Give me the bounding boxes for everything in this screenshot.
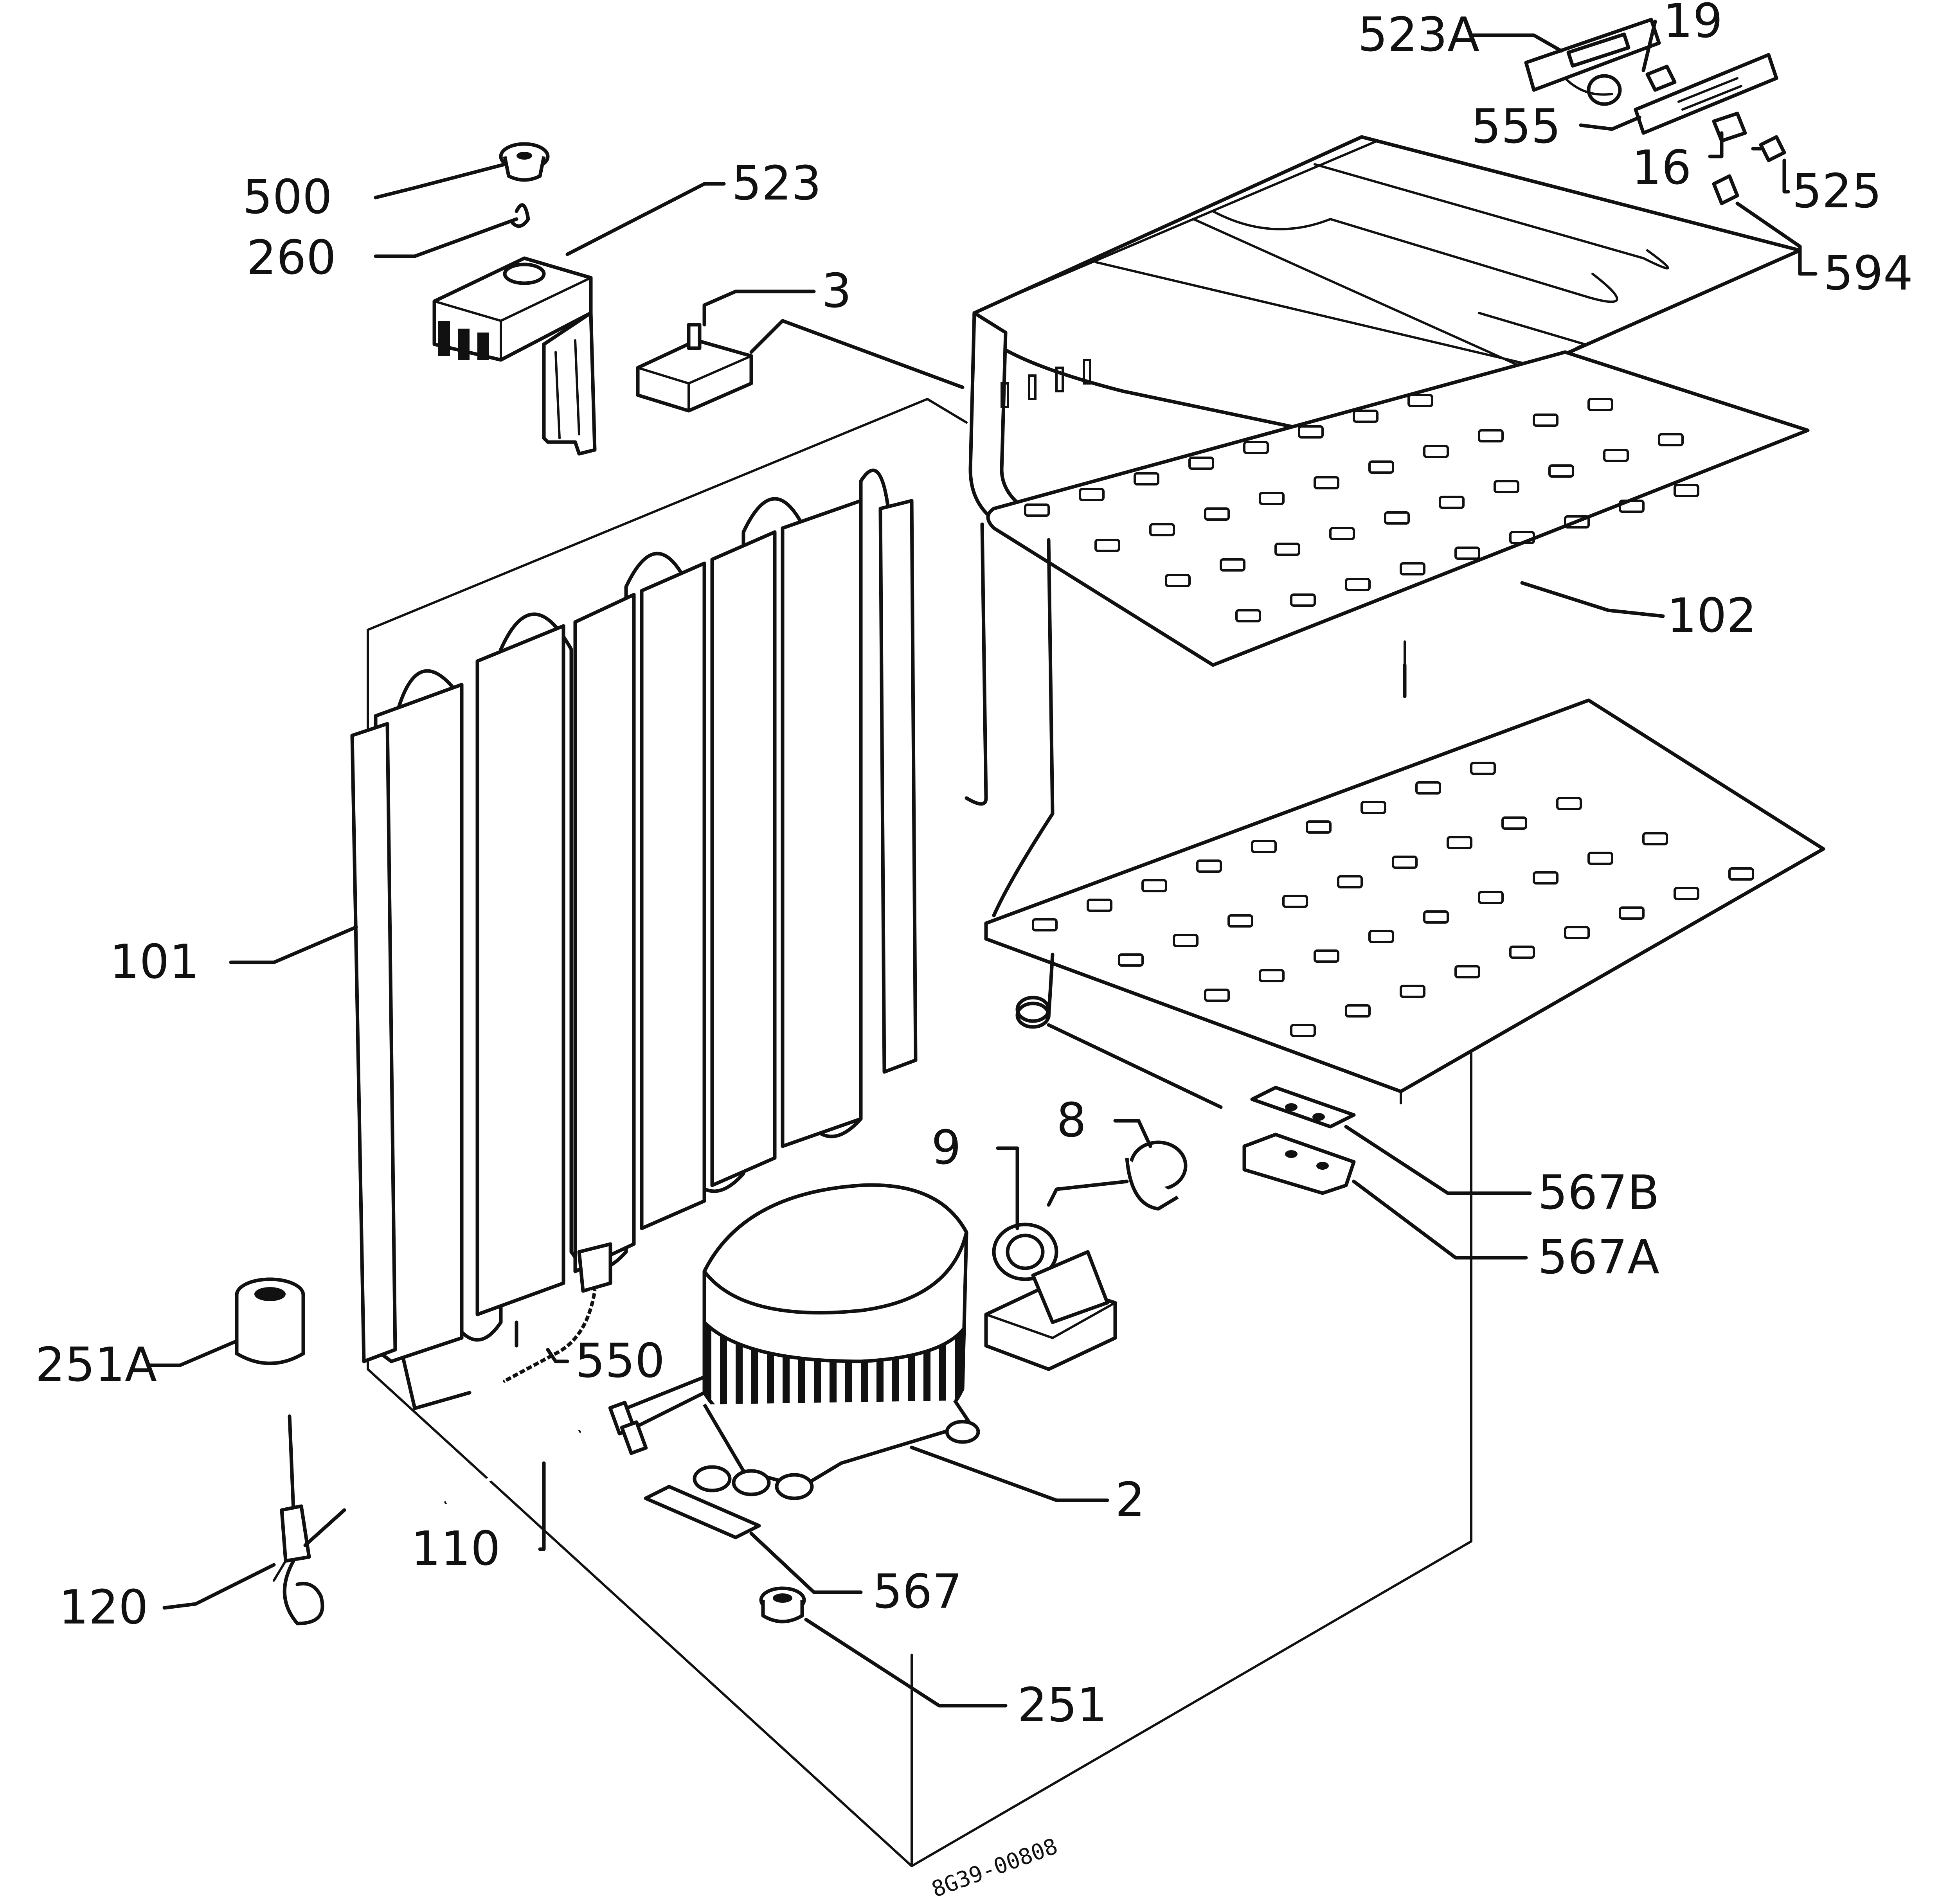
label-555: 555 bbox=[1471, 100, 1561, 154]
label-567B: 567B bbox=[1538, 1166, 1659, 1220]
part-9-relay bbox=[984, 1223, 1117, 1371]
label-19: 19 bbox=[1663, 0, 1723, 49]
label-594: 594 bbox=[1823, 246, 1913, 301]
leader-lines bbox=[147, 20, 1818, 1708]
lower-shelf bbox=[984, 698, 1825, 1109]
label-500: 500 bbox=[243, 170, 332, 225]
label-523A: 523A bbox=[1358, 8, 1479, 62]
part-8-overload bbox=[1047, 1140, 1188, 1211]
label-523: 523 bbox=[732, 156, 821, 211]
part-550-hose bbox=[502, 1242, 612, 1385]
label-567A: 567A bbox=[1538, 1230, 1659, 1285]
part-567B-bracket bbox=[1250, 1086, 1356, 1129]
label-8: 8 bbox=[1056, 1093, 1086, 1148]
part-3-thermostat bbox=[636, 319, 965, 413]
part-labels: 500 260 523 3 523A 19 555 16 525 594 102… bbox=[35, 0, 1913, 1733]
label-2: 2 bbox=[1115, 1473, 1145, 1527]
label-101: 101 bbox=[110, 935, 199, 989]
part-594-button bbox=[1712, 174, 1739, 205]
part-2-compressor bbox=[608, 1183, 980, 1500]
part-120-drier bbox=[273, 1414, 346, 1625]
evaporator-assembly bbox=[965, 135, 1810, 917]
lower-shelf-slots bbox=[1032, 762, 1754, 1037]
upper-shelf-slots bbox=[1024, 394, 1699, 622]
label-16: 16 bbox=[1632, 141, 1692, 195]
label-550: 550 bbox=[575, 1334, 665, 1388]
part-523-thermostat-box bbox=[432, 256, 597, 456]
label-567: 567 bbox=[873, 1565, 962, 1619]
part-251A-filter bbox=[235, 1277, 305, 1365]
label-251A: 251A bbox=[35, 1338, 157, 1392]
label-120: 120 bbox=[59, 1580, 148, 1635]
label-525: 525 bbox=[1792, 164, 1882, 219]
part-19-bulb bbox=[1645, 65, 1677, 92]
part-567A-bracket bbox=[1242, 1133, 1356, 1195]
part-260-clip bbox=[511, 203, 530, 228]
part-523A-lamp-holder bbox=[1524, 18, 1661, 106]
label-3: 3 bbox=[822, 264, 851, 318]
label-9: 9 bbox=[931, 1121, 961, 1175]
part-567-foot-bracket bbox=[644, 1485, 761, 1539]
part-500-knob bbox=[499, 142, 550, 182]
label-102: 102 bbox=[1667, 589, 1756, 643]
condenser bbox=[350, 468, 918, 1410]
part-110-tube bbox=[444, 1430, 581, 1504]
part-525-plug bbox=[1751, 135, 1786, 162]
part-251-grommet bbox=[759, 1586, 806, 1624]
part-16-switch bbox=[1712, 111, 1747, 143]
label-251: 251 bbox=[1017, 1678, 1107, 1733]
part-555-lamp-cover bbox=[1634, 53, 1778, 135]
label-260: 260 bbox=[247, 231, 336, 285]
label-110: 110 bbox=[411, 1522, 500, 1576]
